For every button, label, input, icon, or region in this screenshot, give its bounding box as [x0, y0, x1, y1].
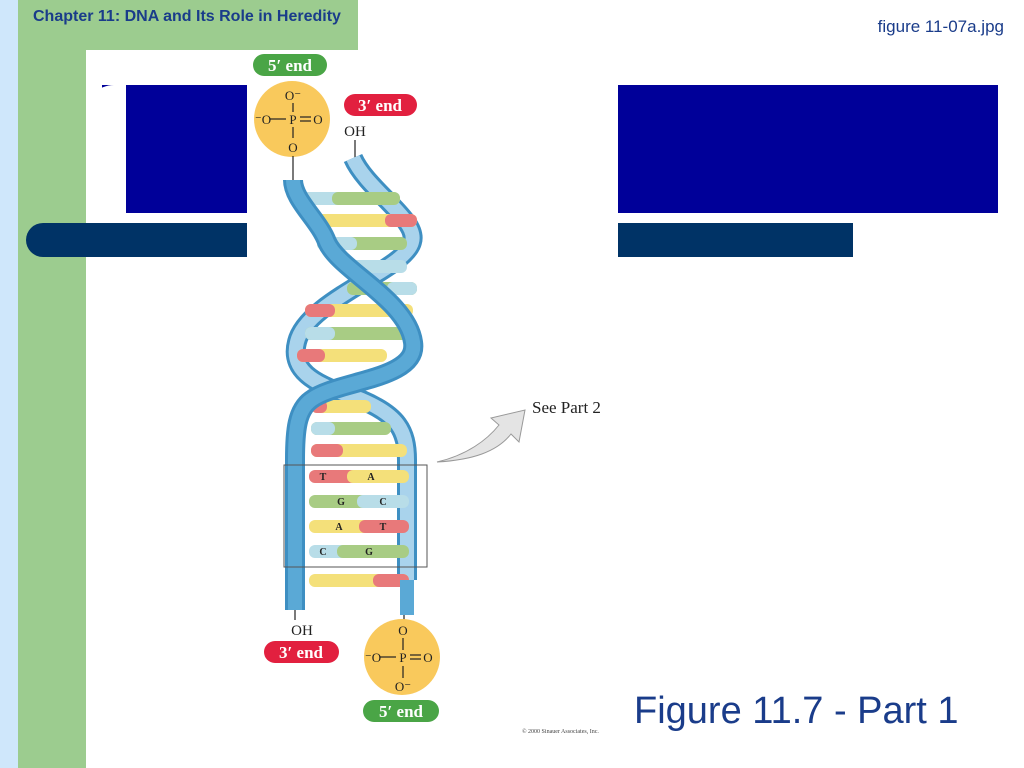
copyright-text: © 2000 Sinauer Associates, Inc. — [522, 728, 599, 735]
top-5-end-label: 5′ end — [268, 56, 313, 75]
left-green-strip — [18, 0, 86, 768]
base-pair-2: G C — [309, 495, 409, 508]
dna-double-helix-diagram: 5′ end O⁻ ⁻O P O O 3′ end OH — [253, 54, 601, 735]
left-edge-strip — [0, 0, 18, 768]
base-pair-4-right: G — [365, 547, 373, 558]
base-pair-3-right: T — [380, 522, 387, 533]
top-3-end-badge: 3′ end — [344, 94, 417, 116]
base-pair-1-left: T — [320, 472, 327, 483]
banner-corner — [86, 85, 126, 220]
base-pair-4: C G — [309, 545, 409, 558]
see-part-2-arrow — [436, 409, 526, 463]
bottom-phosphate-o-top: O — [398, 623, 407, 638]
top-phosphate-minus-o: ⁻O — [255, 112, 271, 127]
base-pair-4-left: C — [319, 547, 326, 558]
front-strand — [286, 179, 421, 610]
top-3-end-label: 3′ end — [358, 96, 403, 115]
bottom-phosphate-o-minus: O⁻ — [395, 679, 411, 694]
header-green-band — [18, 0, 358, 50]
figure-caption: Figure 11.7 - Part 1 — [634, 690, 959, 732]
file-name-label: figure 11-07a.jpg — [877, 17, 1004, 36]
base-pair-1: T A — [309, 470, 409, 483]
bottom-3-end-badge: 3′ end — [264, 641, 339, 663]
top-phosphate-o-right: O — [313, 112, 322, 127]
dna-figure-panel: 5′ end O⁻ ⁻O P O O 3′ end OH — [247, 50, 618, 740]
highlight-box — [283, 464, 428, 568]
bottom-phosphate-minus-o: ⁻O — [365, 650, 381, 665]
bottom-phosphate-p: P — [399, 650, 406, 665]
top-phosphate-o-bottom: O — [288, 140, 297, 155]
top-phosphate-group: O⁻ ⁻O P O O — [254, 81, 330, 180]
base-pair-3: A T — [309, 520, 409, 533]
base-pair-3-left: A — [335, 522, 343, 533]
see-part-2-label: See Part 2 — [532, 398, 601, 417]
bottom-phosphate-o-right: O — [423, 650, 432, 665]
top-5-end-badge: 5′ end — [253, 54, 327, 76]
top-phosphate-o-minus: O⁻ — [285, 88, 301, 103]
base-pair-2-left: G — [337, 497, 345, 508]
base-pair-1-right: A — [367, 472, 375, 483]
top-oh-label: OH — [344, 124, 366, 140]
bottom-5-end-label: 5′ end — [379, 702, 424, 721]
top-phosphate-p: P — [289, 112, 296, 127]
bottom-5-end-badge: 5′ end — [363, 700, 439, 722]
bottom-phosphate-group: O ⁻O P O O⁻ — [364, 619, 440, 695]
bottom-oh-label: OH — [291, 623, 313, 639]
bottom-3-end-label: 3′ end — [279, 643, 324, 662]
base-pair-2-right: C — [379, 497, 386, 508]
chapter-title: Chapter 11: DNA and Its Role in Heredity — [33, 8, 341, 25]
